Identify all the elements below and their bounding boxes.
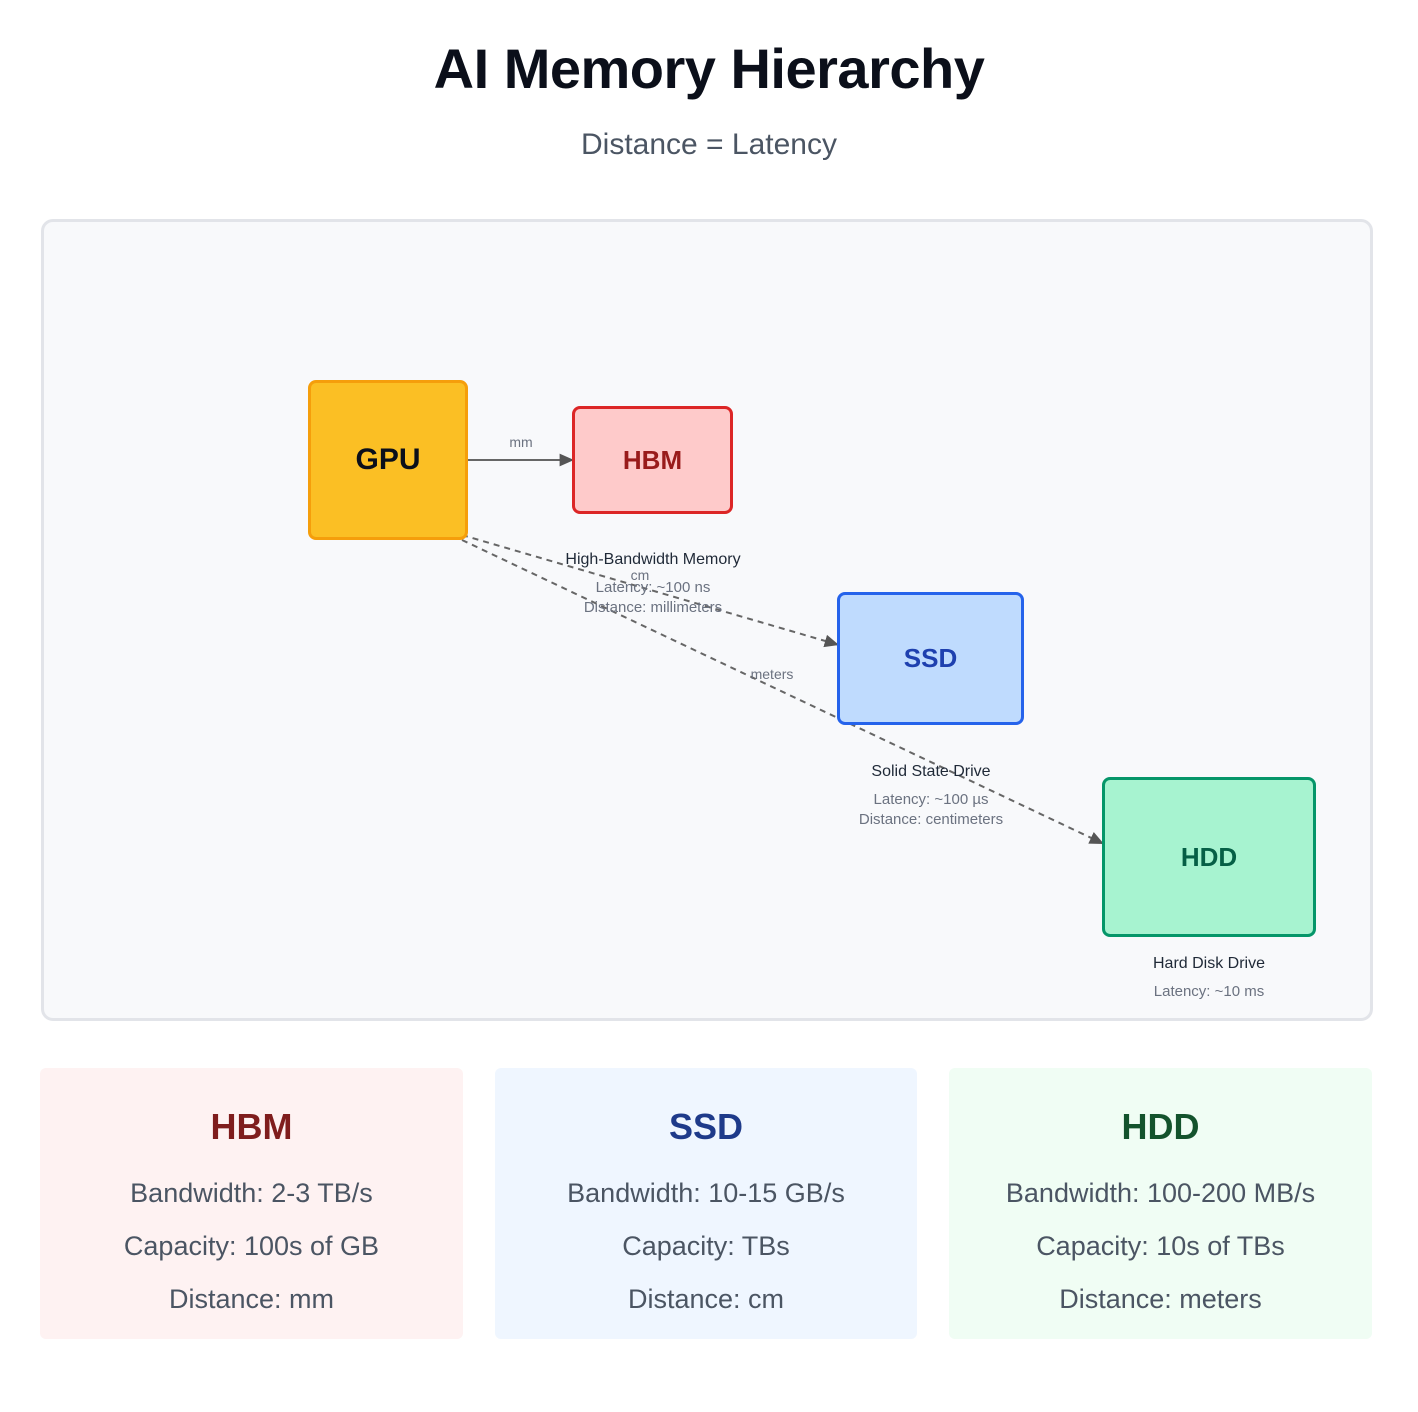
hbm-card-distance: Distance: mm [168,1284,335,1314]
ssd-distance: Distance: centimeters [858,811,1004,828]
hbm-card-title: HBM [210,1106,293,1147]
hdd-latency: Latency: ~10 ms [1153,983,1265,1000]
hdd-node: HDD [1102,777,1316,937]
hdd-card-capacity: Capacity: 10s of TBs [1036,1231,1285,1261]
edge-label-cm: cm [630,567,650,583]
edge-label-meters: meters [750,666,794,682]
hdd-fullname: Hard Disk Drive [1152,955,1266,972]
edge-label-mm: mm [509,434,533,450]
ssd-card-capacity: Capacity: TBs [622,1231,790,1261]
hdd-card: HDD Bandwidth: 100-200 MB/s Capacity: 10… [949,1068,1372,1339]
ssd-latency: Latency: ~100 µs [873,791,989,808]
ssd-node-label: SSD [903,643,958,673]
ssd-card: SSD Bandwidth: 10-15 GB/s Capacity: TBs … [495,1068,917,1339]
gpu-node: GPU [308,380,468,540]
hbm-latency: Latency: ~100 ns [595,579,711,596]
gpu-node-label: GPU [355,443,421,476]
hbm-node-label: HBM [622,444,683,475]
hdd-card-title: HDD [1121,1106,1200,1147]
ssd-card-title: SSD [668,1106,744,1147]
hbm-card-bandwidth: Bandwidth: 2-3 TB/s [130,1178,373,1208]
hdd-node-label: HDD [1180,841,1238,872]
hbm-distance: Distance: millimeters [583,599,723,616]
page-subtitle: Distance = Latency [581,128,837,161]
page-title: AI Memory Hierarchy [433,37,985,100]
ssd-fullname: Solid State Drive [871,763,991,780]
hbm-node: HBM [572,406,733,514]
hbm-card: HBM Bandwidth: 2-3 TB/s Capacity: 100s o… [40,1068,463,1339]
hdd-card-bandwidth: Bandwidth: 100-200 MB/s [1005,1178,1316,1208]
hbm-card-capacity: Capacity: 100s of GB [123,1231,380,1261]
hbm-fullname: High-Bandwidth Memory [565,551,741,568]
ssd-card-bandwidth: Bandwidth: 10-15 GB/s [567,1178,845,1208]
ssd-node: SSD [837,592,1024,725]
hdd-card-distance: Distance: meters [1059,1284,1262,1314]
ssd-card-distance: Distance: cm [627,1284,785,1314]
